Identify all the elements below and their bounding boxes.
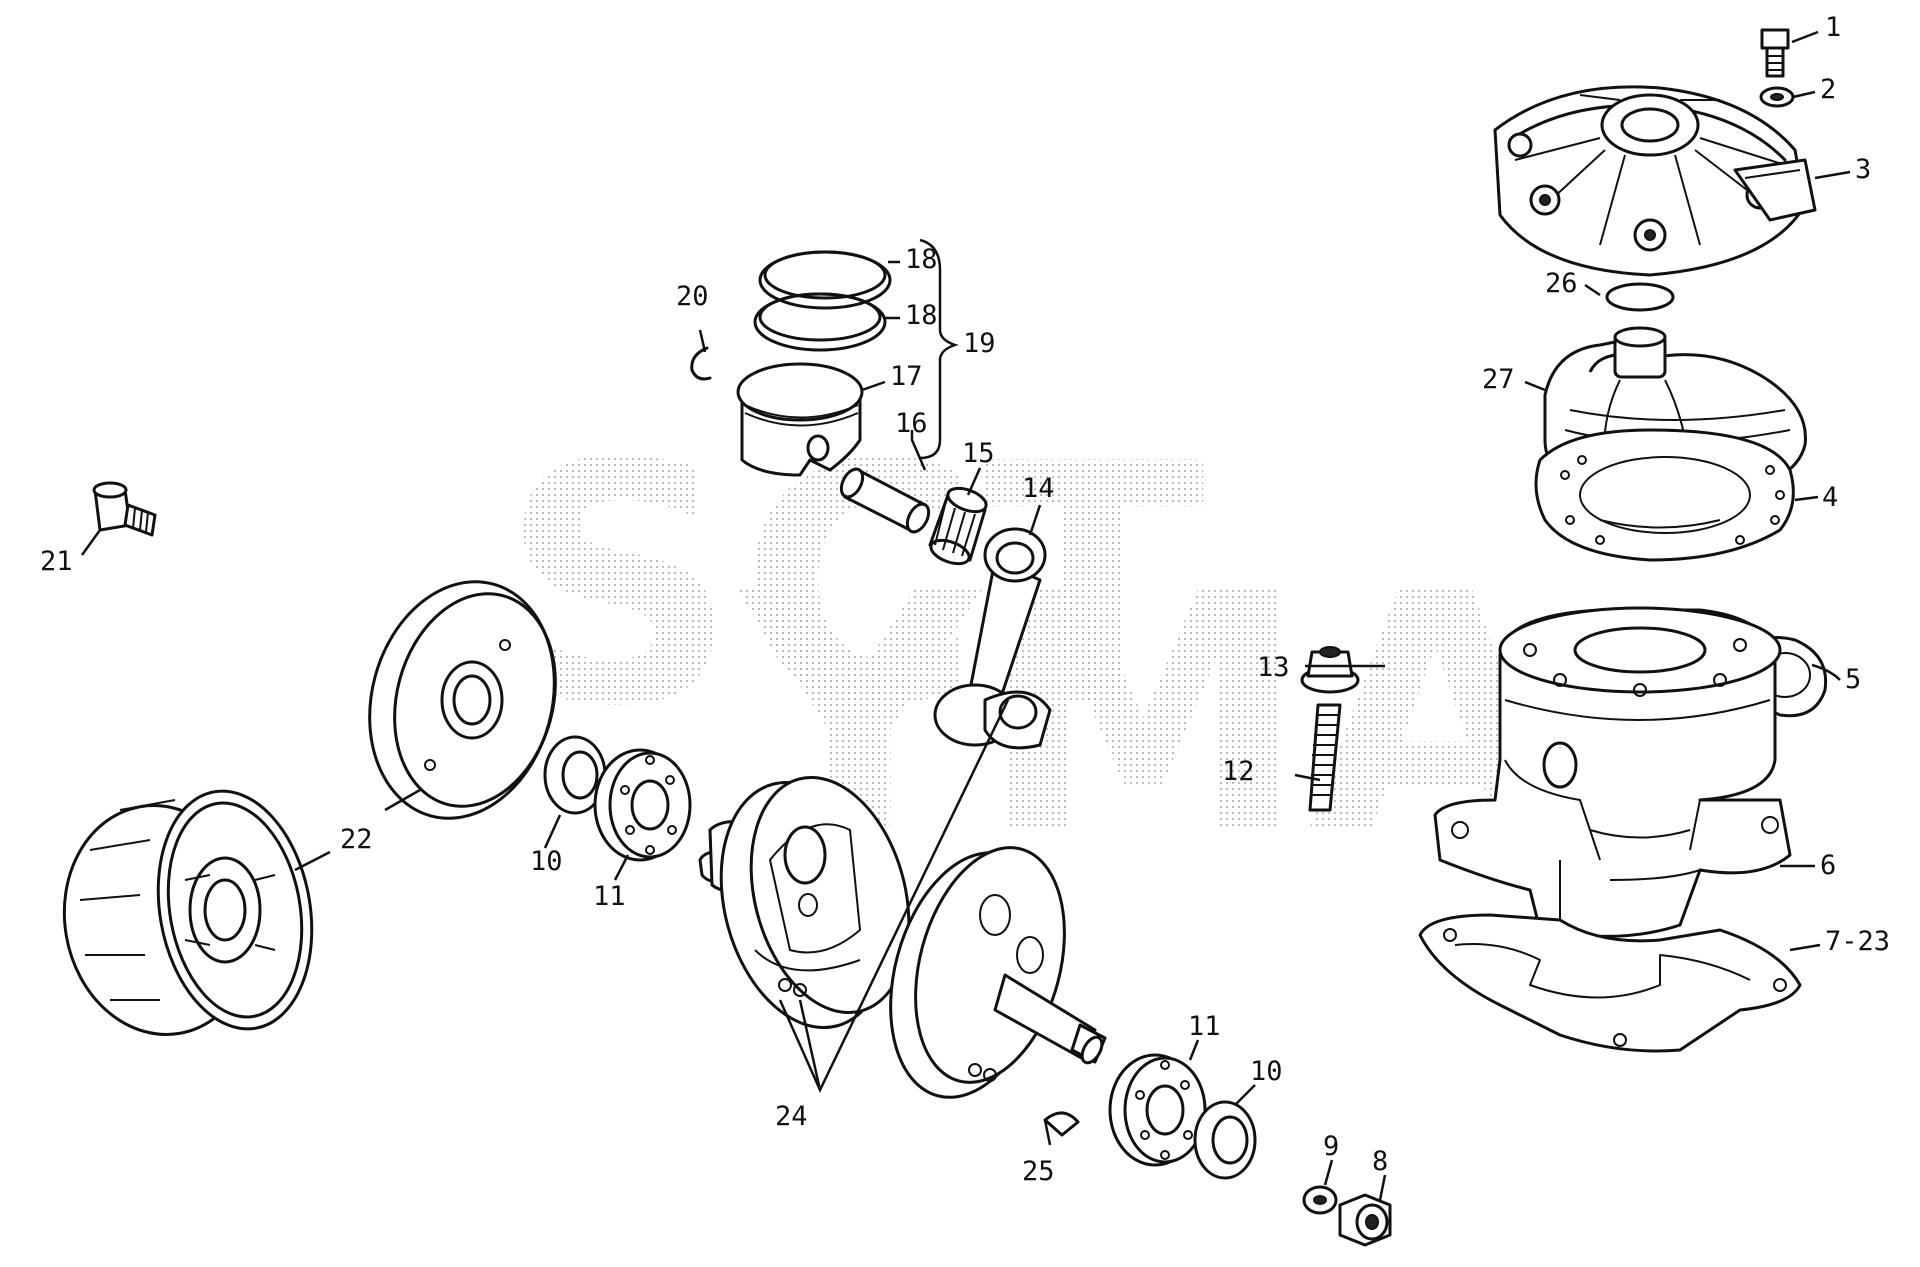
part-oil-seal-10-right	[1193, 1100, 1257, 1180]
callout-10-left: 10	[530, 846, 563, 877]
callout-18-top: 18	[905, 244, 938, 275]
part-washer-2	[1759, 86, 1795, 108]
callout-1: 1	[1825, 12, 1841, 43]
callout-22: 22	[340, 824, 373, 855]
part-stud-12	[1308, 703, 1342, 812]
callout-5: 5	[1845, 664, 1861, 695]
part-crankshaft-24	[698, 775, 1107, 1099]
callout-6: 6	[1820, 850, 1836, 881]
callout-labels: 1 2 3 4 5 6 7-23 8 9 10 10 11 11 12 13 1…	[40, 12, 1890, 1187]
callout-4: 4	[1822, 482, 1838, 513]
part-cylinder-6	[1433, 606, 1792, 938]
part-piston-pin-16	[839, 467, 931, 534]
leader-lines	[80, 30, 1851, 1201]
callout-3: 3	[1855, 154, 1871, 185]
part-head-cover-3	[1493, 85, 1817, 277]
callout-12: 12	[1222, 756, 1255, 787]
part-bolt-21	[92, 481, 157, 537]
callout-11-left: 11	[593, 881, 626, 912]
part-base-gasket-7	[1418, 913, 1802, 1053]
part-nut-8	[1338, 1193, 1392, 1247]
callout-11-right: 11	[1188, 1011, 1221, 1042]
callout-10-right: 10	[1250, 1056, 1283, 1087]
part-bearing-11-left	[593, 748, 692, 862]
callout-21: 21	[40, 546, 73, 577]
callout-19: 19	[963, 328, 996, 359]
part-circlip-20	[690, 346, 712, 381]
callout-8: 8	[1372, 1146, 1388, 1177]
part-piston-17	[736, 362, 864, 477]
callout-20: 20	[676, 281, 709, 312]
part-cover-plate-22	[368, 580, 557, 820]
callout-26: 26	[1545, 268, 1578, 299]
callout-9: 9	[1323, 1131, 1339, 1162]
watermark-line-1: SCT	[500, 394, 1207, 778]
part-piston-rings-18	[753, 250, 892, 352]
part-bolt-1	[1760, 28, 1790, 78]
callout-14: 14	[1022, 473, 1055, 504]
part-oil-seal-10-left	[543, 735, 607, 815]
part-needle-bearing-15	[928, 486, 988, 566]
watermark: SCT YMA	[500, 394, 1565, 908]
part-head-gasket-4	[1534, 428, 1795, 562]
callout-15: 15	[962, 438, 995, 469]
callout-18-bottom: 18	[905, 300, 938, 331]
part-bearing-11-right	[1108, 1053, 1207, 1167]
callout-13: 13	[1257, 652, 1290, 683]
callout-17: 17	[890, 361, 923, 392]
part-washer-9	[1302, 1185, 1338, 1215]
part-connecting-rod-14	[933, 527, 1052, 750]
callout-27: 27	[1482, 364, 1515, 395]
callout-16: 16	[895, 408, 928, 439]
part-woodruff-key-25	[1043, 1111, 1080, 1137]
part-oring-26	[1605, 282, 1675, 312]
callout-25: 25	[1022, 1156, 1055, 1187]
callout-24: 24	[775, 1101, 808, 1132]
part-clutch-basket	[62, 789, 314, 1036]
callout-2: 2	[1820, 74, 1836, 105]
callout-7-23: 7-23	[1825, 926, 1890, 957]
part-nut-13	[1300, 646, 1360, 694]
